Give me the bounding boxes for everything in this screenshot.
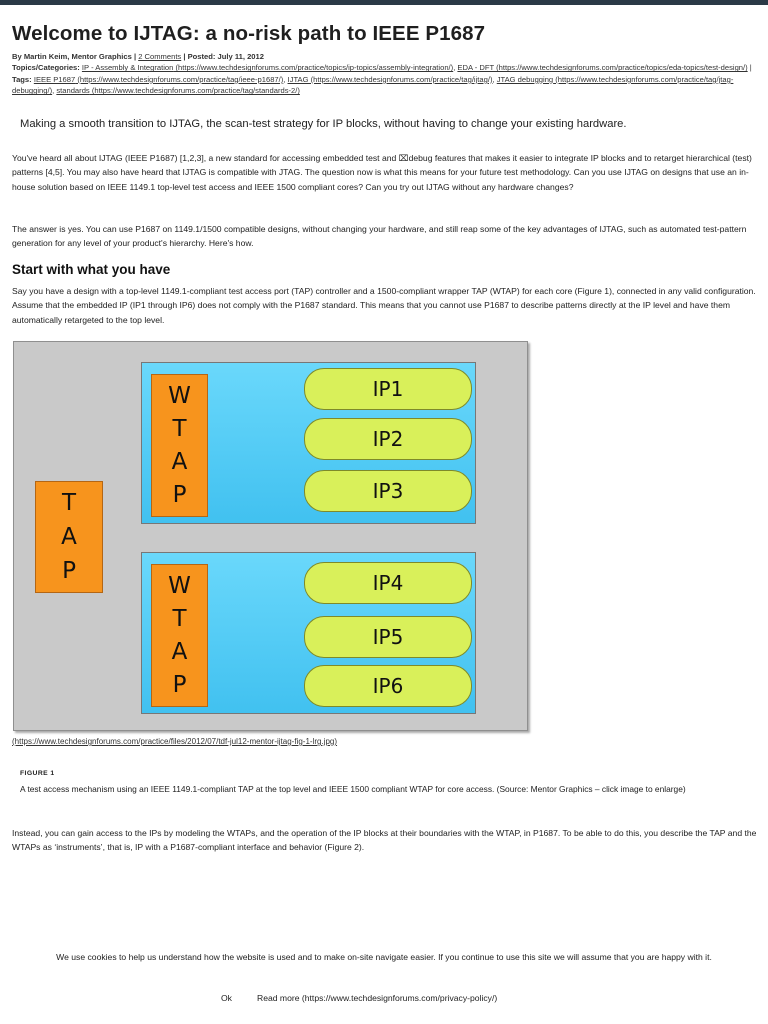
ip4-block: IP4 (304, 562, 472, 604)
paragraph-instead: Instead, you can gain access to the IPs … (12, 828, 757, 853)
wtap-letter: P (172, 672, 187, 699)
tag-link-standards[interactable]: standards (https://www.techdesignforums.… (56, 86, 300, 96)
cookie-ok-button[interactable]: Ok (221, 993, 232, 1003)
section-heading: Start with what you have (12, 262, 171, 277)
tap-letter-a: A (61, 524, 77, 550)
byline: By Martin Keim, Mentor Graphics | 2 Comm… (12, 52, 264, 61)
topic-link-ip-assembly[interactable]: IP - Assembly & Integration (https://www… (81, 63, 454, 73)
wtap-letter: T (172, 415, 187, 442)
tap-block: T A P (35, 481, 103, 593)
wtap-letter: P (172, 482, 187, 509)
wtap-letter: T (172, 605, 187, 632)
wtap-letter: A (171, 449, 188, 476)
figure-label: FIGURE 1 (20, 770, 55, 777)
figure-1-image[interactable]: T A P W T A P IP1 IP2 IP3 W T A P IP4 IP… (13, 341, 528, 731)
topic-link-eda-dft[interactable]: EDA - DFT (https://www.techdesignforums.… (457, 63, 748, 73)
comments-link[interactable]: 2 Comments (138, 52, 182, 61)
paragraph-start: Say you have a design with a top-level 1… (12, 286, 756, 325)
ip2-block: IP2 (304, 418, 472, 460)
tag-link-ijtag[interactable]: IJTAG (https://www.techdesignforums.com/… (287, 74, 493, 84)
wtap-letter: W (168, 382, 191, 409)
top-bar (0, 0, 768, 5)
core-top: W T A P IP1 IP2 IP3 (141, 362, 476, 524)
paragraph-intro: You've heard all about IJTAG (IEEE P1687… (12, 153, 752, 192)
ip1-block: IP1 (304, 368, 472, 410)
figure-1-link[interactable]: (https://www.techdesignforums.com/practi… (12, 737, 338, 746)
tap-letter-t: T (61, 490, 77, 516)
core-bottom: W T A P IP4 IP5 IP6 (141, 552, 476, 714)
paragraph-answer: The answer is yes. You can use P1687 on … (12, 224, 747, 249)
wtap-block-bottom: W T A P (151, 564, 208, 707)
cookie-banner: We use cookies to help us understand how… (0, 950, 768, 965)
ip5-block: IP5 (304, 616, 472, 658)
cookie-read-more-link[interactable]: Read more (https://www.techdesignforums.… (257, 993, 498, 1003)
tag-link-ieee-p1687[interactable]: IEEE P1687 (https://www.techdesignforums… (33, 74, 284, 84)
wtap-letter: W (168, 572, 191, 599)
ip3-block: IP3 (304, 470, 472, 512)
ip6-block: IP6 (304, 665, 472, 707)
tap-letter-p: P (62, 558, 76, 584)
topics-label: Topics/Categories: (12, 63, 80, 73)
wtap-letter: A (171, 639, 188, 666)
page-title: Welcome to IJTAG: a no-risk path to IEEE… (12, 22, 486, 45)
cookie-message: We use cookies to help us understand how… (56, 952, 712, 962)
tags-label: Tags: (12, 74, 32, 84)
tag-link-jtag-debugging[interactable]: JTAG debugging (https://www.techdesignfo… (12, 74, 734, 96)
wtap-block-top: W T A P (151, 374, 208, 517)
figure-caption: A test access mechanism using an IEEE 11… (20, 784, 686, 794)
article-meta: By Martin Keim, Mentor Graphics | 2 Comm… (12, 52, 752, 96)
article-lead: Making a smooth transition to IJTAG, the… (20, 118, 627, 130)
